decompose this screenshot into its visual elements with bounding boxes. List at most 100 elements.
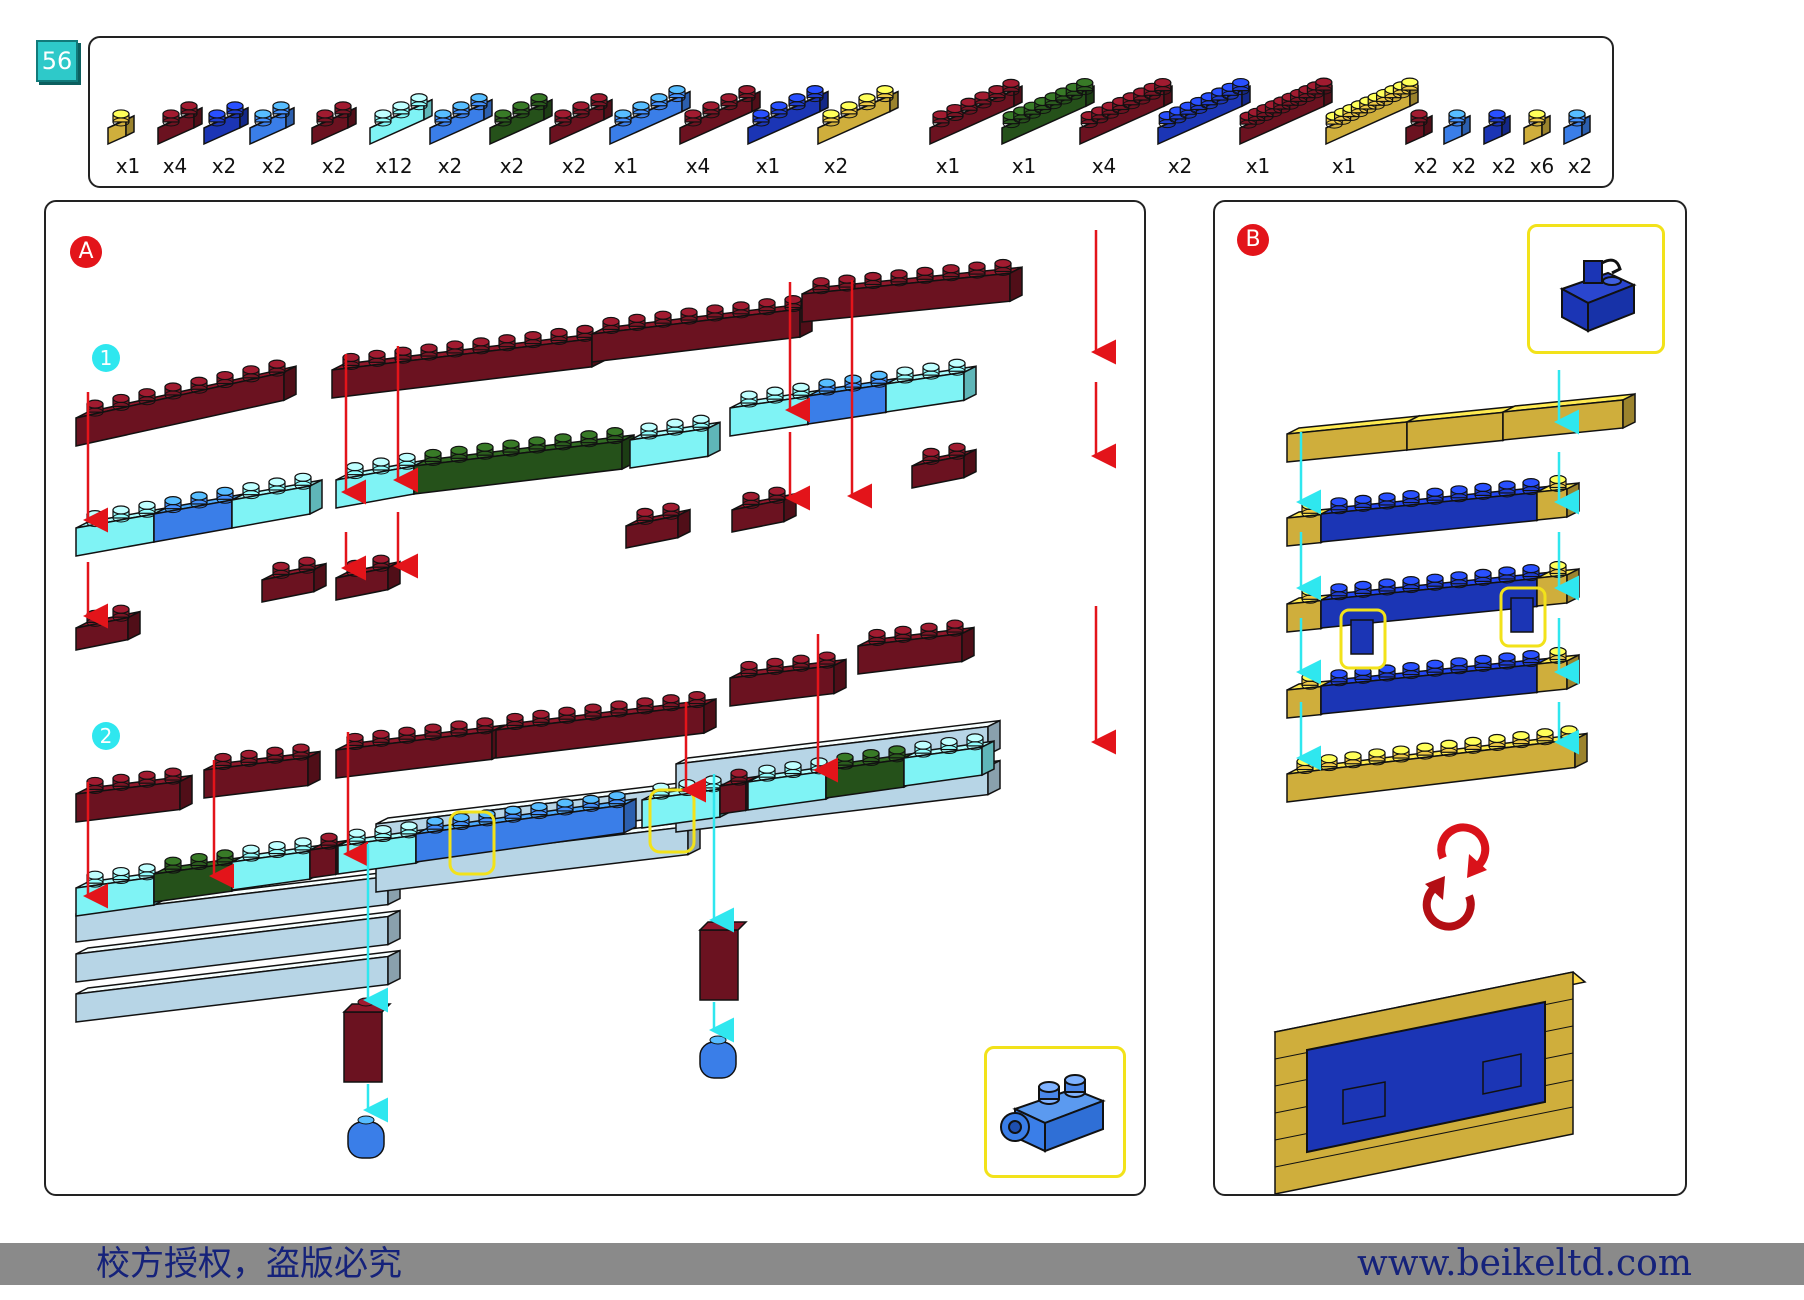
part-count: x1 — [614, 154, 639, 178]
base-top-brick — [415, 791, 637, 863]
base-top-brick — [903, 733, 995, 787]
part-count: x2 — [1452, 154, 1477, 178]
part-count: x1 — [1332, 154, 1357, 178]
red-plate — [75, 767, 193, 823]
grey-base-brick — [75, 949, 401, 1023]
red-pillar-brick — [698, 915, 748, 1001]
red-plate — [857, 619, 975, 675]
part-brick — [1523, 109, 1551, 146]
part-brick — [929, 78, 1023, 146]
red-plate — [729, 651, 847, 707]
part-count: x4 — [686, 154, 711, 178]
round-blue-brick — [347, 1115, 385, 1159]
substep-1-marker: 1 — [92, 344, 120, 372]
rotate-arrows-icon — [1422, 823, 1490, 931]
part-count: x2 — [212, 154, 237, 178]
cyan-plate — [335, 452, 427, 509]
step-b-panel: B — [1213, 200, 1687, 1196]
page-number: 56 — [36, 40, 78, 82]
part-count: x1 — [1012, 154, 1037, 178]
part-brick — [157, 101, 203, 146]
clip-highlight — [448, 810, 496, 876]
part-brick — [429, 93, 493, 146]
red-plate — [203, 743, 321, 799]
part-brick — [609, 85, 691, 146]
red-plate — [335, 717, 505, 779]
part-brick — [1001, 77, 1095, 146]
part-brick — [747, 85, 829, 146]
gold-plate — [1286, 725, 1588, 803]
step-b-callout-box — [1527, 224, 1665, 354]
green-plate — [413, 427, 635, 495]
blue-plate — [1320, 650, 1550, 715]
step-b-marker: B — [1237, 224, 1269, 256]
red-slope — [731, 486, 797, 533]
cyan-plate — [231, 472, 323, 529]
gold-tile — [1406, 405, 1516, 451]
part-brick — [1239, 77, 1333, 146]
part-count: x2 — [1568, 154, 1593, 178]
part-count: x1 — [116, 154, 141, 178]
footer-website-link[interactable]: www.beikeltd.com — [1356, 1243, 1692, 1284]
step-a-callout-box — [984, 1046, 1126, 1178]
clip-highlight — [1339, 608, 1387, 670]
clip-brick — [1350, 619, 1374, 655]
step-a-illustration — [75, 230, 1116, 1159]
part-count: x4 — [1092, 154, 1117, 178]
part-count: x2 — [438, 154, 463, 178]
clip-brick-callout-icon — [1000, 1074, 1106, 1153]
red-pillar-brick — [342, 997, 392, 1083]
part-count: x1 — [936, 154, 961, 178]
red-plate — [495, 691, 717, 759]
cyan-plate — [629, 414, 721, 469]
part-brick — [1325, 77, 1419, 146]
clip-highlight — [648, 788, 696, 854]
blue-plate — [1320, 478, 1550, 543]
red-plate-long — [75, 359, 297, 447]
part-count: x2 — [262, 154, 287, 178]
part-brick — [1563, 109, 1591, 146]
part-brick — [1483, 109, 1511, 146]
part-count: x12 — [375, 154, 412, 178]
part-brick — [1443, 109, 1471, 146]
gold-tile — [1502, 392, 1636, 441]
step-b-illustration — [1273, 370, 1636, 1194]
part-brick — [369, 93, 433, 146]
red-plate-long — [591, 294, 813, 363]
red-plate-long — [801, 258, 1023, 323]
part-count: x6 — [1530, 154, 1555, 178]
part-brick — [679, 85, 761, 146]
part-brick — [1079, 77, 1173, 146]
cyan-plate — [729, 382, 821, 437]
part-brick — [1405, 109, 1433, 146]
round-blue-brick — [699, 1035, 737, 1079]
blue-plate — [153, 486, 245, 543]
part-count: x4 — [163, 154, 188, 178]
footer-copyright-text: 校方授权，盗版必究 — [96, 1244, 402, 1284]
part-count: x2 — [1414, 154, 1439, 178]
part-brick — [489, 93, 553, 146]
part-brick — [549, 93, 613, 146]
red-slope — [911, 442, 977, 489]
clip-brick — [1510, 597, 1534, 633]
part-count: x2 — [500, 154, 525, 178]
cyan-plate — [75, 500, 167, 557]
step-a-marker: A — [70, 236, 102, 268]
part-brick — [311, 101, 357, 146]
gold-tile — [1286, 414, 1420, 463]
part-count: x2 — [824, 154, 849, 178]
part-count: x1 — [1246, 154, 1271, 178]
footer-bar — [0, 1243, 1804, 1285]
part-count: x2 — [562, 154, 587, 178]
red-slope — [625, 502, 691, 549]
part-count: x2 — [322, 154, 347, 178]
part-brick — [249, 101, 295, 146]
cyan-plate — [885, 358, 977, 413]
finished-frame — [1273, 971, 1587, 1194]
part-brick — [107, 109, 135, 146]
part-brick — [203, 101, 249, 146]
part-count: x2 — [1168, 154, 1193, 178]
red-slope — [75, 604, 141, 651]
